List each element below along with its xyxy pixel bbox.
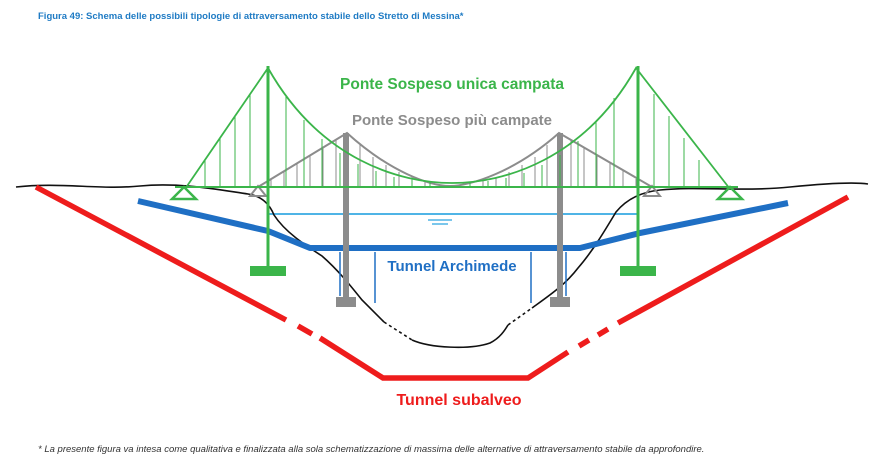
label-tunnel-subalveo: Tunnel subalveo: [396, 392, 521, 409]
label-ponte-unica-campata: Ponte Sospeso unica campata: [340, 76, 564, 93]
label-tunnel-archimede: Tunnel Archimede: [387, 258, 516, 275]
tunnel-subalveo: [34, 184, 850, 381]
tunnel-archimede: [137, 198, 789, 303]
figure-footnote: * La presente figura va intesa come qual…: [38, 444, 705, 455]
ponte-unica-campata: [168, 66, 746, 276]
ponte-piu-campate: [247, 131, 663, 307]
label-ponte-piu-campate: Ponte Sospeso più campate: [352, 112, 552, 129]
figure-title: Figura 49: Schema delle possibili tipolo…: [38, 11, 464, 22]
water-surface: [268, 213, 638, 225]
